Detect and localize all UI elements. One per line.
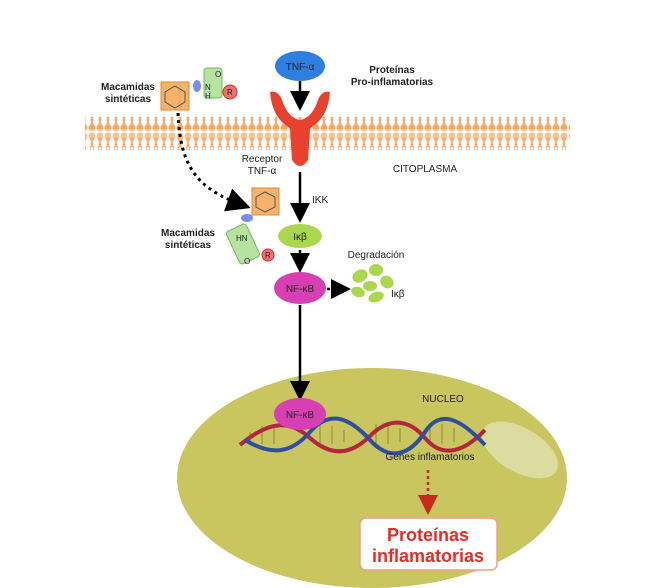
nfkb-nucleus-node [274,398,326,430]
nfkb-nucleus-label: NF-κB [286,410,315,421]
macamidas-top-label-2: sintéticas [105,94,152,105]
receptor-label-1: Receptor [242,154,283,165]
atom-o2-label: O [244,257,250,266]
ikk-label: IKK [312,195,328,206]
tnf-receptor [270,91,330,166]
degraded-ikb-label: Iκβ [391,289,405,300]
pro-inflammatory-label-2: Pro-inflamatorias [351,77,434,88]
output-label-1: Proteínas [387,525,469,545]
macamide-molecule-mid: HN O R [225,187,280,266]
output-box [359,517,498,571]
atom-hn-label: HN [236,234,248,243]
degradation-label: Degradación [348,250,405,261]
nfkb-node [274,272,326,304]
nucleolus-highlight [482,421,558,479]
macamidas-top-label-1: Macamidas [101,82,155,93]
pro-inflammatory-label-1: Proteínas [369,65,415,76]
ikb-node [278,224,322,248]
genes-label: Genes inflamatorios [386,452,475,463]
arrow-macamide-entry [176,112,251,212]
nucleus-label: NUCLEO [422,394,464,405]
degraded-ikb-fragments [351,264,394,303]
receptor-label-2: TNF-α [248,166,277,177]
atom-r2-label: R [265,251,271,260]
atom-o-label: O [215,70,221,79]
tnf-alpha-node [275,51,325,81]
cytoplasm-label: CITOPLASMA [393,164,458,175]
cell-membrane [85,117,570,150]
ikb-label: Iκβ [293,232,307,243]
macamidas-mid-label-2: sintéticas [165,240,212,251]
atom-n-label: N [205,83,211,92]
macamidas-mid-label-1: Macamidas [161,228,215,239]
membrane-core [85,129,570,138]
nfkb-label: NF-κB [286,284,315,295]
macamide-molecule-top: N H O R [160,67,238,111]
atom-r-label: R [227,88,233,97]
output-label-2: inflamatorias [372,546,484,566]
atom-h-label: H [205,92,211,101]
tnf-alpha-label: TNF-α [286,62,315,73]
